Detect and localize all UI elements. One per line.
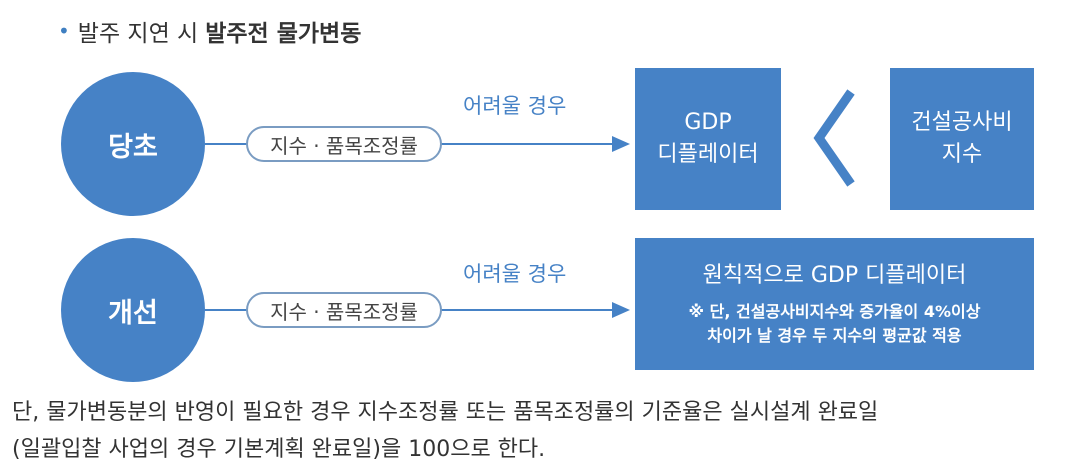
gdp-deflator-line1: GDP [684,110,732,135]
footnote: 단, 물가변동분의 반영이 필요한 경우 지수조정률 또는 품목조정률의 기준율… [12,394,878,468]
original-circle-label: 당초 [108,131,158,163]
improved-rule-note-line2: 차이가 날 경우 두 지수의 평균값 적용 [707,326,962,345]
section-heading: • 발주 지연 시 발주전 물가변동 [58,14,361,48]
improved-circle-label: 개선 [108,297,158,329]
heading-emphasis: 발주전 물가변동 [205,21,362,47]
original-index-pill: 지수 · 품목조정률 [246,126,442,162]
gdp-deflator-box: GDP 디플레이터 [635,68,781,210]
less-than-icon [813,89,855,187]
improved-rule-title: 원칙적으로 GDP 디플레이터 [702,263,967,288]
improved-case-label: 어려울 경우 [463,262,567,286]
gdp-deflator-line2: 디플레이터 [657,142,759,167]
improved-circle: 개선 [61,238,205,382]
original-case-label: 어려울 경우 [463,94,567,118]
construction-cost-index-box: 건설공사비 지수 [890,68,1034,210]
construction-cost-index-line2: 지수 [941,142,983,167]
footnote-line2: (일괄입찰 사업의 경우 기본계획 완료일)을 100으로 한다. [12,437,546,462]
original-arrow-head [612,136,630,152]
bullet-icon: • [58,19,70,43]
improved-rule-box: 원칙적으로 GDP 디플레이터 ※ 단, 건설공사비지수와 증가율이 4%이상 … [635,238,1034,370]
improved-index-pill-label: 지수 · 품목조정률 [270,299,418,324]
construction-cost-index-line1: 건설공사비 [911,110,1013,135]
improved-arrow-head [612,302,630,318]
improved-rule-note-line1: ※ 단, 건설공사비지수와 증가율이 4%이상 [688,302,981,321]
footnote-line1: 단, 물가변동분의 반영이 필요한 경우 지수조정률 또는 품목조정률의 기준율… [12,400,879,425]
original-index-pill-label: 지수 · 품목조정률 [270,133,418,158]
improved-index-pill: 지수 · 품목조정률 [246,292,442,328]
original-circle: 당초 [61,72,205,216]
heading-prefix: 발주 지연 시 [77,21,199,47]
